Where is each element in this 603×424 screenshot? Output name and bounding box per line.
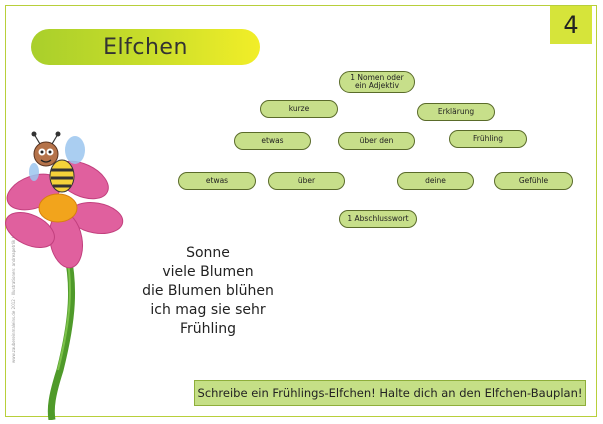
blueprint-label: 1 Nomen oder ein Adjektiv [350, 73, 404, 90]
instruction-text: Schreibe ein Frühlings-Elfchen! Halte di… [197, 386, 583, 400]
blueprint-word-4b: über [268, 172, 345, 190]
page-title: Elfchen [31, 29, 260, 65]
poem-line: ich mag sie sehr [150, 302, 266, 318]
poem-line: Frühling [179, 321, 237, 337]
blueprint-word-4a: etwas [178, 172, 256, 190]
poem: Sonne viele Blumen die Blumen blühen ich… [128, 244, 288, 339]
blueprint-word-2a: kurze [260, 100, 338, 118]
blueprint-word-3c: Frühling [449, 130, 527, 148]
blueprint-label: etwas [205, 176, 229, 186]
blueprint-label: Erklärung [437, 107, 475, 117]
blueprint-label: 1 Abschlusswort [347, 214, 409, 224]
blueprint-word-3a: etwas [234, 132, 311, 150]
blueprint-word-4c: deine [397, 172, 474, 190]
poem-line: viele Blumen [162, 264, 254, 280]
blueprint-word-5: 1 Abschlusswort [339, 210, 417, 228]
blueprint-label: deine [425, 176, 446, 186]
page-number: 4 [550, 6, 592, 44]
blueprint-word-3b: über den [338, 132, 415, 150]
blueprint-label: über [297, 176, 316, 186]
blueprint-label: Frühling [472, 134, 504, 144]
blueprint-label: Gefühle [518, 176, 549, 186]
blueprint-word-2b: Erklärung [417, 103, 495, 121]
poem-line: die Blumen blühen [142, 283, 274, 299]
blueprint-label: etwas [261, 136, 284, 146]
flower-center [38, 193, 78, 223]
blueprint-label: über den [359, 136, 394, 146]
blueprint-label: kurze [288, 104, 310, 114]
flower-bee-illustration [5, 131, 124, 420]
poem-line: Sonne [186, 245, 230, 261]
blueprint-word-4d: Gefühle [494, 172, 573, 190]
blueprint-word-1: 1 Nomen oder ein Adjektiv [339, 71, 415, 93]
bee-icon [29, 131, 85, 193]
instruction-banner: Schreibe ein Frühlings-Elfchen! Halte di… [194, 380, 586, 406]
